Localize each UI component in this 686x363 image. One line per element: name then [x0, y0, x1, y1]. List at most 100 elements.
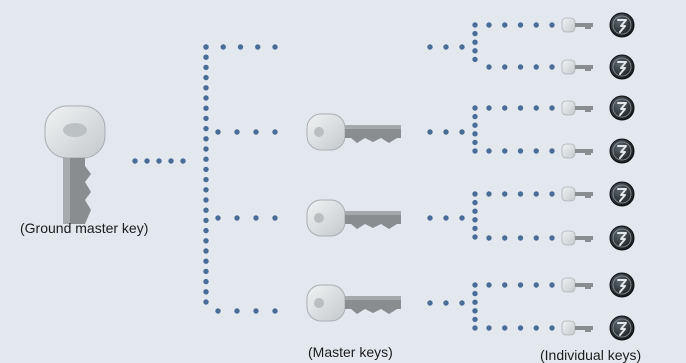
lock-cylinder-icon — [609, 138, 635, 164]
connector-dot — [472, 308, 478, 314]
connector-dot — [459, 300, 465, 306]
connector-dot — [443, 129, 449, 135]
connector-dot — [486, 282, 492, 288]
connector-dot — [237, 44, 244, 50]
connector-dot — [203, 136, 209, 142]
connector-dot — [203, 54, 209, 60]
connector-dot — [502, 22, 508, 28]
connector-dot — [502, 191, 508, 197]
connector-dot — [203, 227, 209, 234]
connector-dot — [203, 258, 209, 264]
connector-dot — [472, 39, 478, 45]
connector-dot — [220, 44, 226, 50]
lock-cylinder-icon — [609, 225, 635, 251]
connector-dot — [180, 158, 186, 164]
connector-dot — [427, 129, 433, 135]
connector-dot — [472, 299, 478, 305]
connector-dot — [472, 282, 478, 288]
small-key-icon — [561, 320, 593, 336]
connector-dot — [472, 199, 478, 206]
connector-dot — [517, 191, 524, 197]
connector-dot — [486, 105, 492, 111]
connector-dot — [203, 64, 209, 71]
connector-dot — [486, 191, 492, 197]
lock-cylinder-icon — [609, 54, 635, 80]
connector-dot — [517, 235, 524, 241]
connector-dot — [272, 308, 278, 314]
connector-dot — [203, 105, 209, 111]
lock-cylinder-icon — [609, 95, 635, 121]
key-icons — [44, 12, 635, 341]
connector-dot — [168, 158, 174, 164]
lock-cylinder-icon — [609, 12, 635, 38]
small-key-icon — [561, 277, 593, 293]
connector-dot — [486, 64, 492, 70]
connector-dot — [203, 146, 209, 152]
connector-dot — [472, 22, 478, 28]
connector-dot — [472, 208, 478, 214]
connector-dot — [549, 148, 555, 154]
connector-dot — [472, 139, 478, 146]
connector-dot — [533, 282, 539, 288]
connector-dot — [517, 22, 524, 28]
small-key-icon — [561, 59, 593, 75]
connector-dot — [234, 215, 240, 221]
connector-dot — [517, 105, 524, 111]
connector-dot — [533, 22, 539, 28]
connector-dot — [502, 148, 508, 154]
connector-dot — [427, 44, 433, 50]
connector-dot — [132, 158, 138, 164]
key-icon — [306, 199, 401, 237]
connector-dot — [502, 325, 508, 331]
ground-master-key-label: (Ground master key) — [20, 220, 149, 236]
connector-dot — [443, 44, 449, 50]
connector-dot — [549, 64, 555, 70]
small-key-icon — [561, 17, 593, 33]
connector-dot — [272, 129, 278, 135]
key-icon — [306, 113, 401, 151]
connector-dot — [215, 308, 221, 314]
connector-dot — [203, 217, 209, 224]
connector-dot — [272, 44, 278, 50]
connector-dot — [234, 129, 240, 135]
connector-dot — [203, 74, 209, 81]
connector-dot — [215, 129, 221, 135]
connector-dot — [203, 85, 209, 91]
connector-dot — [533, 105, 539, 111]
connector-dot — [549, 325, 555, 331]
connector-dot — [502, 235, 508, 241]
connector-dot — [144, 158, 150, 164]
connector-dot — [459, 129, 465, 135]
connector-dot — [549, 191, 555, 197]
connector-dot — [472, 113, 478, 120]
connector-dot — [549, 22, 555, 28]
connector-dot — [472, 148, 478, 154]
connector-dot — [486, 148, 492, 154]
connector-dot — [459, 44, 465, 50]
small-key-icon — [561, 100, 593, 116]
small-key-icon — [561, 143, 593, 159]
connector-dot — [549, 105, 555, 111]
connector-dot — [253, 308, 259, 314]
connector-dot — [272, 215, 278, 221]
connector-dot — [203, 278, 209, 285]
connector-dot — [517, 64, 524, 70]
connector-dot — [486, 22, 492, 28]
connector-dot — [203, 207, 209, 213]
connector-dot — [427, 300, 433, 306]
connector-dot — [472, 30, 478, 37]
small-key-icon — [561, 186, 593, 202]
connector-dot — [203, 187, 209, 193]
connector-dot — [517, 325, 524, 331]
connector-dot — [234, 308, 240, 314]
individual-keys-label: (Individual keys) — [540, 347, 642, 363]
key-icon — [306, 284, 401, 322]
connector-dot — [517, 282, 524, 288]
connector-dot — [472, 56, 478, 63]
connector-dot — [203, 125, 209, 132]
connector-dot — [203, 156, 209, 162]
connector-dot — [443, 215, 449, 221]
connector-dot — [443, 300, 449, 306]
connector-dot — [253, 215, 259, 221]
